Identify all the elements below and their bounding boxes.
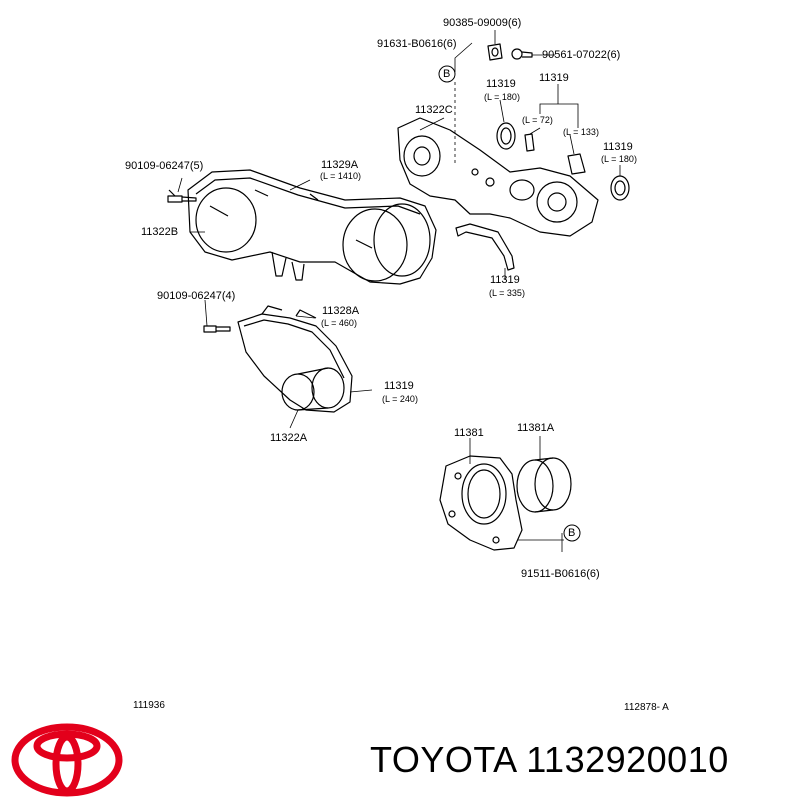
label-11319-335: 11319 — [490, 274, 520, 286]
label-91631-b0616: 91631-B0616(6) — [377, 38, 457, 50]
seal-72 — [524, 133, 535, 152]
label-11319-240-length: (L = 240) — [382, 394, 418, 404]
leader-lines — [177, 30, 621, 552]
label-11328a-length: (L = 460) — [321, 318, 357, 328]
oil-seal-retainer — [439, 455, 523, 551]
bolt-upper — [167, 189, 197, 203]
seal-right — [610, 175, 630, 201]
label-11328a: 11328A — [322, 305, 360, 317]
seal-133 — [567, 153, 586, 175]
label-11319-top: 11319 — [486, 78, 516, 90]
label-91511-b0616: 91511-B0616(6) — [521, 568, 600, 580]
label-length-133: (L = 133) — [563, 127, 599, 137]
label-11381: 11381 — [454, 427, 484, 439]
bolt-lower — [203, 325, 231, 333]
marker-b-top: B — [443, 68, 451, 80]
rear-oil-seal — [516, 457, 572, 513]
nut-90385 — [487, 43, 503, 61]
label-11322c: 11322C — [415, 104, 453, 116]
label-90385-09009: 90385-09009(6) — [443, 17, 522, 29]
diagram-ref-left: 111936 — [133, 700, 165, 711]
brand-part-number: TOYOTA 1132920010 — [370, 739, 729, 780]
label-90561-07022: 90561-07022(6) — [542, 49, 621, 61]
rear-timing-plate — [397, 117, 599, 271]
label-11381a: 11381A — [517, 422, 555, 434]
label-11319-mid: 11319 — [539, 72, 569, 84]
parts-diagram — [167, 30, 630, 552]
label-11319-335-length: (L = 335) — [489, 288, 525, 298]
toyota-logo-icon — [11, 723, 123, 797]
label-90109-06247-4: 90109-06247(4) — [157, 290, 236, 302]
label-11319-right-length: (L = 180) — [601, 154, 637, 164]
label-11322b: 11322B — [141, 226, 179, 238]
label-11319-top-length: (L = 180) — [484, 92, 520, 102]
seal-top — [496, 122, 516, 150]
bolt-90561 — [511, 48, 533, 60]
label-11322a: 11322A — [270, 432, 308, 444]
marker-b-bottom: B — [568, 527, 576, 539]
label-11319-240: 11319 — [384, 380, 414, 392]
lower-timing-cover — [237, 305, 353, 413]
label-11329a: 11329A — [321, 159, 359, 171]
upper-timing-cover — [187, 169, 437, 285]
label-90109-06247-5: 90109-06247(5) — [125, 160, 204, 172]
label-11319-right: 11319 — [603, 141, 633, 153]
diagram-ref-right: 112878- A — [624, 702, 669, 713]
marker-b-circles — [438, 65, 581, 542]
label-length-72: (L = 72) — [522, 115, 553, 125]
label-11329a-length: (L = 1410) — [320, 171, 361, 181]
